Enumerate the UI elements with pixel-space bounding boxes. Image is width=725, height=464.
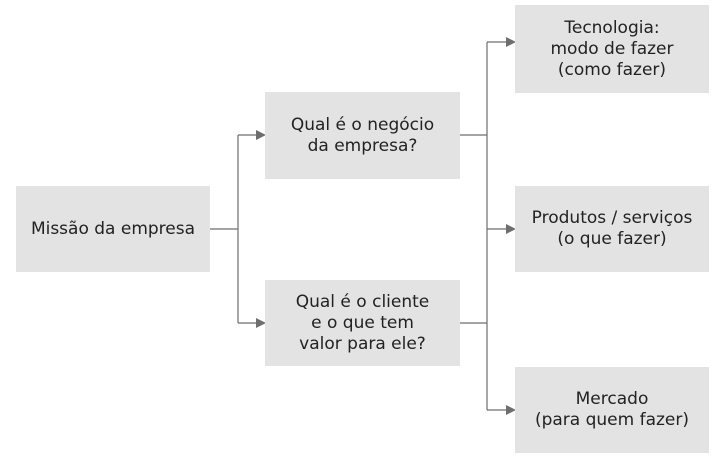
client-question-line-1: Qual é o cliente	[295, 291, 430, 312]
client-question-box: Qual é o cliente e o que tem valor para …	[265, 280, 460, 366]
arrowhead-outcome-2	[506, 224, 516, 234]
technology-line-2: modo de fazer	[550, 38, 674, 59]
arrowhead-outcome-3	[506, 405, 516, 415]
market-box: Mercado (para quem fazer)	[515, 367, 709, 453]
business-question-line-1: Qual é o negócio	[290, 114, 435, 135]
client-question-line-3: valor para ele?	[299, 333, 426, 354]
client-question-line-2: e o que tem	[311, 312, 414, 333]
technology-line-1: Tecnologia:	[564, 17, 660, 38]
mission-box: Missão da empresa	[16, 186, 210, 272]
arrowhead-question-2	[256, 318, 266, 328]
products-services-box: Produtos / serviços (o que fazer)	[515, 186, 709, 272]
arrowhead-outcome-1	[506, 37, 516, 47]
arrowhead-question-1	[256, 130, 266, 140]
mission-box-line: Missão da empresa	[30, 218, 196, 239]
business-question-line-2: da empresa?	[307, 135, 418, 156]
market-line-2: (para quem fazer)	[534, 410, 690, 430]
business-question-box: Qual é o negócio da empresa?	[265, 92, 460, 179]
technology-line-3: (como fazer)	[557, 59, 667, 80]
market-line-1: Mercado	[575, 389, 649, 409]
technology-box: Tecnologia: modo de fazer (como fazer)	[515, 5, 709, 93]
products-services-line-2: (o que fazer)	[557, 229, 667, 249]
products-services-line-1: Produtos / serviços	[531, 208, 693, 228]
